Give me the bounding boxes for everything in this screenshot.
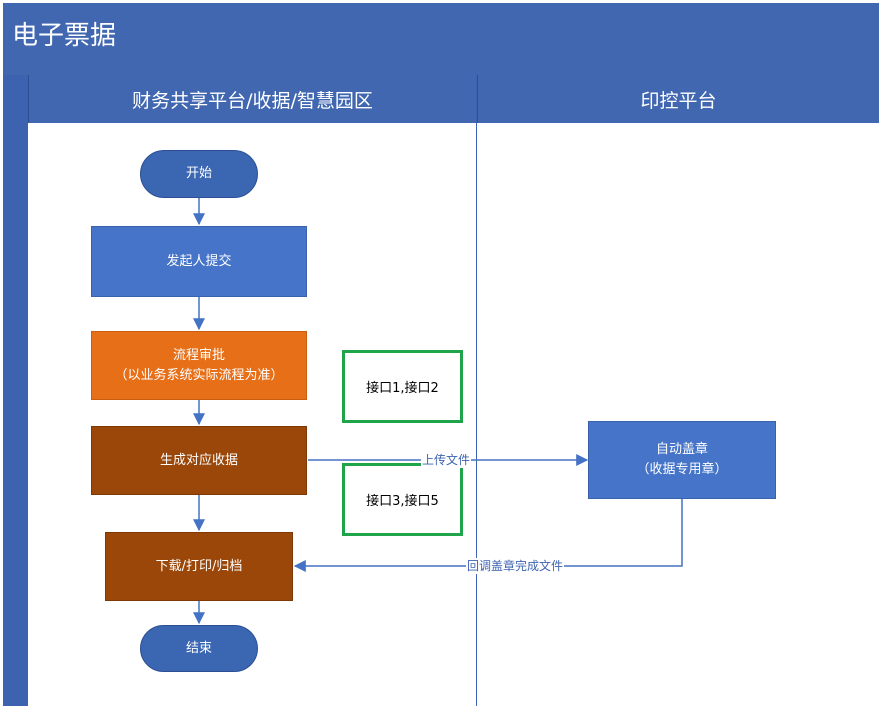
diagram-title: 电子票据	[12, 21, 117, 51]
title-bar	[3, 3, 879, 75]
end-label: 结束	[185, 640, 212, 656]
approval-node: 流程审批 （以业务系统实际流程为准）	[91, 331, 307, 400]
lane-header-finance: 财务共享平台/收据/智慧园区	[28, 75, 476, 123]
start-label: 开始	[185, 166, 212, 181]
download-print-archive-label: 下载/打印/归档	[155, 558, 243, 574]
generate-receipt-label: 生成对应收据	[159, 452, 238, 468]
submit-node: 发起人提交	[91, 226, 307, 297]
approval-label-line2: （以业务系统实际流程为准）	[114, 367, 284, 383]
lane-seal-platform	[477, 123, 879, 706]
lane-header-seal-platform: 印控平台	[477, 75, 879, 123]
end-node: 结束	[140, 625, 258, 672]
interface-box-2: 接口3,接口5	[342, 463, 463, 536]
start-node: 开始	[140, 150, 258, 198]
interface-box-2-label: 接口3,接口5	[366, 494, 439, 509]
interface-box-1: 接口1,接口2	[342, 350, 463, 423]
approval-label-line1: 流程审批	[172, 347, 225, 363]
lane-divider	[476, 75, 477, 706]
lane-label-seal-platform: 印控平台	[640, 89, 717, 112]
edge-callback	[293, 499, 683, 572]
interface-box-1-label: 接口1,接口2	[366, 381, 439, 396]
callback-edge-label: 回调盖章完成文件	[466, 558, 565, 574]
lane-label-finance: 财务共享平台/收据/智慧园区	[132, 89, 373, 112]
generate-receipt-node: 生成对应收据	[91, 426, 307, 495]
auto-seal-label-line2: （收据专用章）	[636, 462, 728, 477]
download-print-archive-node: 下载/打印/归档	[105, 532, 293, 601]
auto-seal-label-line1: 自动盖章	[655, 442, 708, 457]
upload-edge-label: 上传文件	[421, 452, 472, 468]
submit-label: 发起人提交	[166, 253, 232, 269]
auto-seal-node: 自动盖章 （收据专用章）	[588, 421, 776, 499]
